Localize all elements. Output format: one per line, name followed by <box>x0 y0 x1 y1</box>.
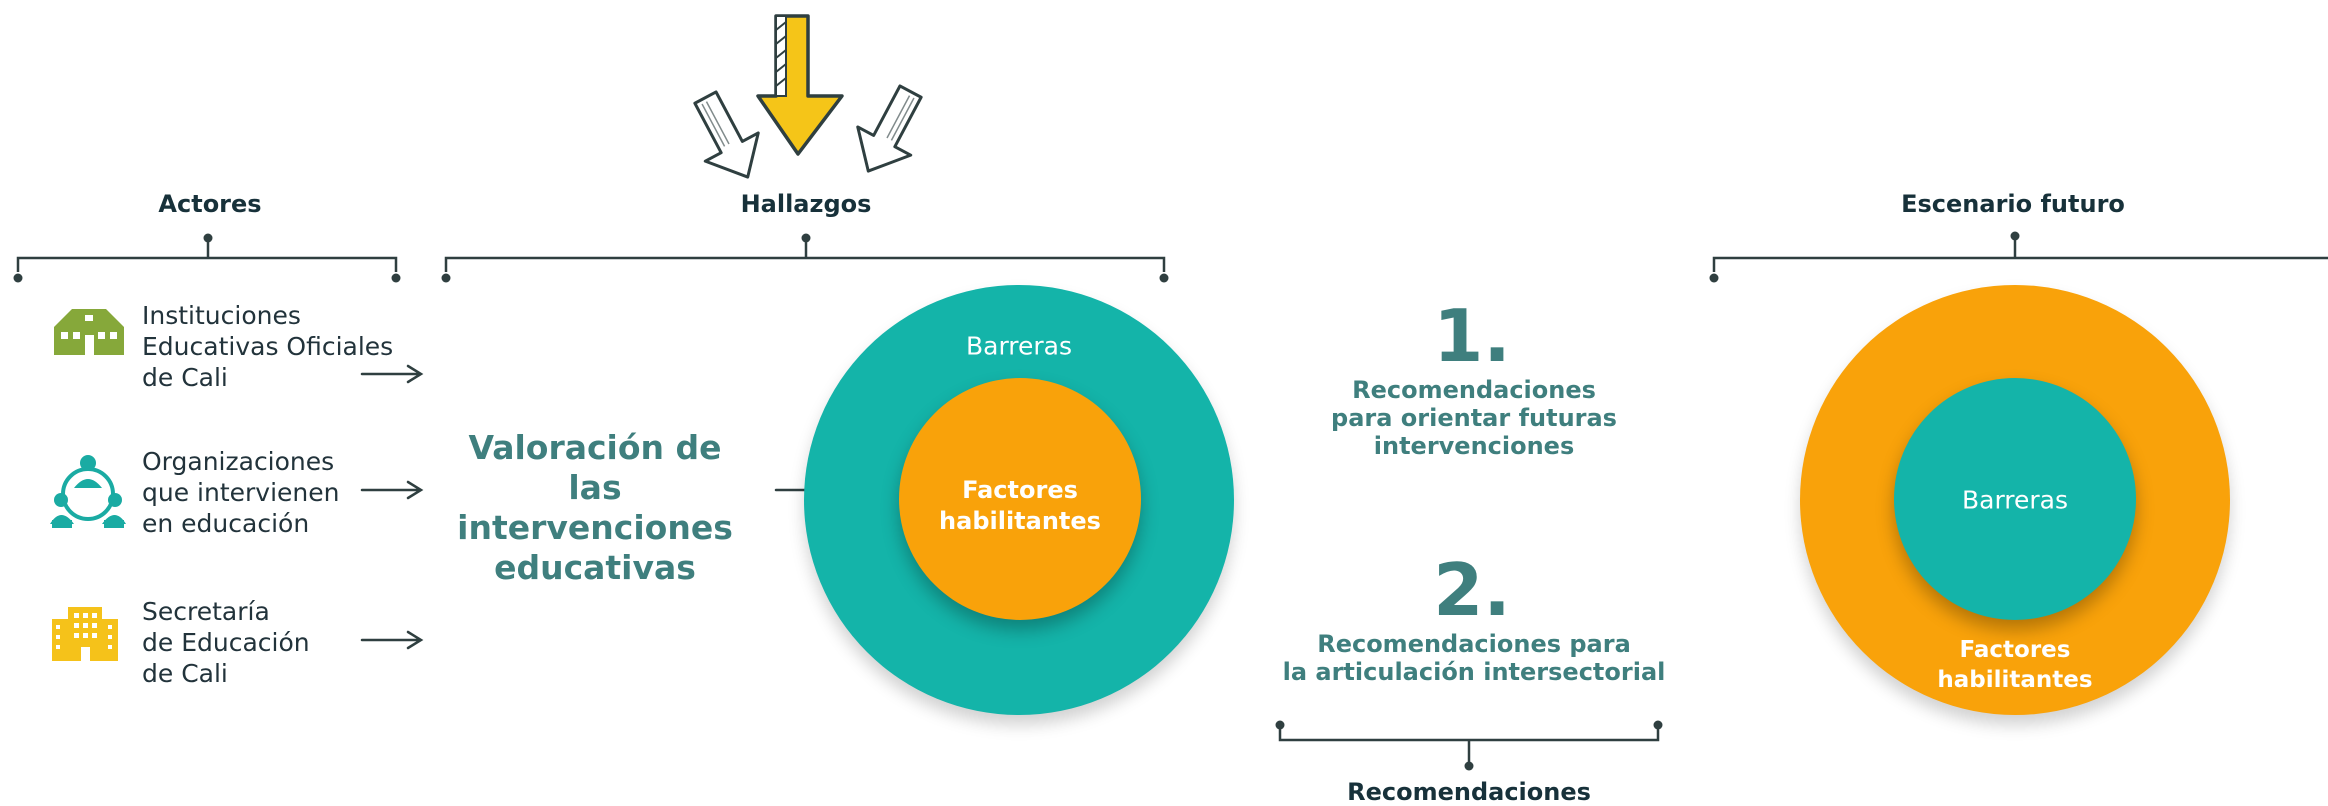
hallazgos-bracket <box>444 256 1166 272</box>
people-network-icon <box>48 454 128 534</box>
arrow-right-icon <box>360 630 424 650</box>
arrow-right-icon <box>360 364 424 384</box>
actores-bracket <box>16 256 398 272</box>
recommendation-number-1: 1. <box>1433 294 1511 378</box>
arrow-right-icon <box>360 480 424 500</box>
recommendation-number-2: 2. <box>1433 548 1511 632</box>
office-building-icon <box>50 605 120 667</box>
section-title-recomendaciones: Recomendaciones <box>1347 778 1591 806</box>
barreras-label: Barreras <box>965 331 1073 361</box>
escenario-bracket <box>1712 256 2328 272</box>
section-title-hallazgos: Hallazgos <box>740 190 872 218</box>
section-title-actores: Actores <box>158 190 262 218</box>
recomendaciones-bracket <box>1278 725 1660 742</box>
barreras-future-label: Barreras <box>1961 485 2069 515</box>
school-building-icon <box>50 305 128 361</box>
section-title-escenario-futuro: Escenario futuro <box>1901 190 2125 218</box>
barreras-inner-circle <box>1894 378 2136 620</box>
factores-inner-circle <box>899 378 1141 620</box>
sketch-arrows-icon <box>693 14 923 179</box>
